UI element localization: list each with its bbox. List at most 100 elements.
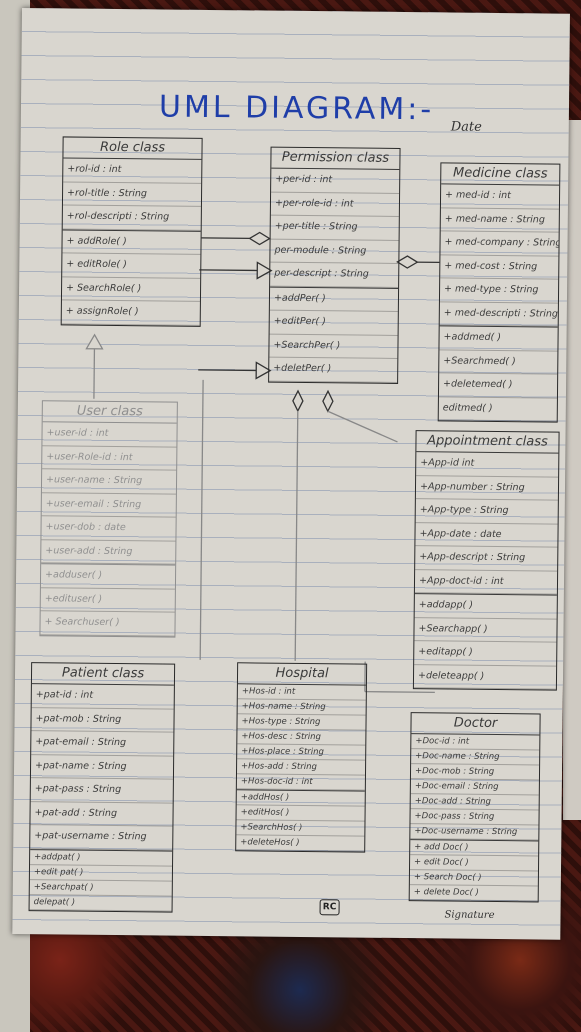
class-medicine: Medicine class + med-id : int + med-name… [437,162,561,423]
permission-patient-link [199,379,204,660]
attribute: +Doc-name : String [411,749,540,766]
class-patient: Patient class +pat-id : int +pat-mob : S… [28,662,176,913]
attribute: + med-name : String [440,207,559,233]
attribute: +per-id : int [271,168,400,194]
attribute: +user-dob : date [41,516,176,542]
attribute: +Doc-add : String [410,794,539,811]
attribute: +Doc-pass : String [410,809,539,826]
methods-section: +addmed( ) +Searchmed( ) +deletemed( ) e… [438,326,558,422]
method: +Searchmed( ) [439,349,558,375]
method: +adduser( ) [40,564,176,590]
attribute: +Hos-place : String [237,744,366,761]
methods-section: +addPer( ) +editPer( ) +SearchPer( ) +de… [269,287,399,383]
method: +deletPer( ) [269,357,398,383]
attributes-section: +Doc-id : int +Doc-name : String +Doc-mo… [410,734,540,842]
method: +editPer( ) [269,310,398,336]
attributes-section: + med-id : int + med-name : String + med… [439,184,560,328]
attribute: +App-number : String [415,475,559,501]
attribute: +Doc-mob : String [410,764,540,781]
method: +addmed( ) [439,326,558,352]
attribute: +Hos-id : int [237,684,366,701]
class-name: Hospital [237,663,367,686]
method: + assignRole( ) [61,300,200,326]
method: +deleteapp( ) [413,664,557,690]
attribute: +Hos-type : String [237,714,366,731]
method: +deleteHos( ) [236,835,365,852]
methods-section: +adduser( ) +edituser( ) + Searchuser( ) [40,564,176,637]
attributes-section: +user-id : int +user-Role-id : int +user… [41,422,177,566]
attribute: + med-id : int [440,184,560,210]
method: +editapp( ) [414,641,557,667]
method: +Searchpat( ) [29,879,172,897]
class-role: Role class +rol-id : int +rol-title : St… [60,136,203,327]
permission-hospital-link [294,410,299,661]
attribute: +rol-title : String [62,181,202,207]
method: + edit Doc( ) [409,855,539,872]
aggregation-diamond [322,389,334,413]
permission-appointment-link [327,410,398,443]
class-name: Medicine class [441,163,560,186]
method: + editRole( ) [62,253,201,279]
paper-edge-right [563,120,581,820]
attribute: +user-add : String [41,539,176,565]
inheritance-arrow [255,361,272,380]
class-name: Permission class [271,147,400,170]
method: +edituser( ) [40,587,175,613]
attribute: +user-Role-id : int [42,445,177,471]
methods-section: +addpat( ) +edit pat( ) +Searchpat( ) de… [29,849,173,912]
attribute: +rol-descripti : String [62,205,201,231]
signature-label: Signature [444,909,495,921]
attribute: +Doc-id : int [411,734,540,751]
aggregation-diamond [396,255,419,269]
attribute: +Hos-desc : String [237,729,366,746]
class-user: User class +user-id : int +user-Role-id … [39,400,178,638]
attribute: +pat-username : String [30,825,173,851]
method: + add Doc( ) [410,840,539,857]
aggregation-diamond [292,389,304,413]
method: delepat( ) [29,894,172,912]
hospital-doctor-link [364,690,435,694]
attribute: +pat-add : String [30,801,173,827]
methods-section: +addHos( ) +editHos( ) +SearchHos( ) +de… [236,790,365,852]
attribute: +Doc-email : String [410,779,539,796]
class-name: Patient class [31,663,175,686]
class-permission: Permission class +per-id : int +per-role… [268,146,401,384]
method: editmed( ) [438,396,557,422]
notebook-page: UML DIAGRAM:- Date [12,8,570,940]
method: +SearchHos( ) [236,820,365,837]
class-name: Doctor [411,713,540,736]
role-permission-link [201,237,250,240]
methods-section: +addapp( ) +Searchapp( ) +editapp( ) +de… [413,594,557,690]
attribute: + med-descripti : String [439,301,558,327]
attribute: +pat-pass : String [30,778,173,804]
attribute: +Doc-username : String [410,824,539,841]
method: +Searchapp( ) [414,617,557,643]
method: +SearchPer( ) [269,334,398,359]
attribute: +App-descript : String [415,546,558,572]
attribute: per-descript : String [270,262,399,288]
method: + delete Doc( ) [409,885,538,902]
attribute: +rol-id : int [63,158,202,184]
attribute: +App-type : String [415,499,558,525]
methods-section: + addRole( ) + editRole( ) + SearchRole(… [61,229,201,326]
attribute: +per-role-id : int [270,192,400,217]
class-name: Role class [63,137,202,160]
attribute: +Hos-doc-id : int [236,774,365,791]
attribute: +per-title : String [270,215,399,241]
attribute: +user-name : String [41,469,177,495]
attributes-section: +App-id int +App-number : String +App-ty… [414,452,559,596]
relationship-lines [85,231,440,694]
attribute: + med-cost : String [440,254,559,280]
attributes-section: +pat-id : int +pat-mob : String +pat-ema… [30,684,174,852]
class-name: User class [42,401,177,424]
method: + Searchuser( ) [40,611,175,637]
attribute: +Hos-name : String [237,699,366,716]
inheritance-link [198,369,257,372]
class-name: Appointment class [416,431,559,454]
attribute: +Hos-add : String [236,759,366,776]
attribute: + med-company : String [440,231,559,257]
method: + Search Doc( ) [409,870,538,887]
attribute: +pat-mob : String [31,707,174,733]
method: +addpat( ) [30,849,173,867]
brand-logo: RC [319,899,340,916]
